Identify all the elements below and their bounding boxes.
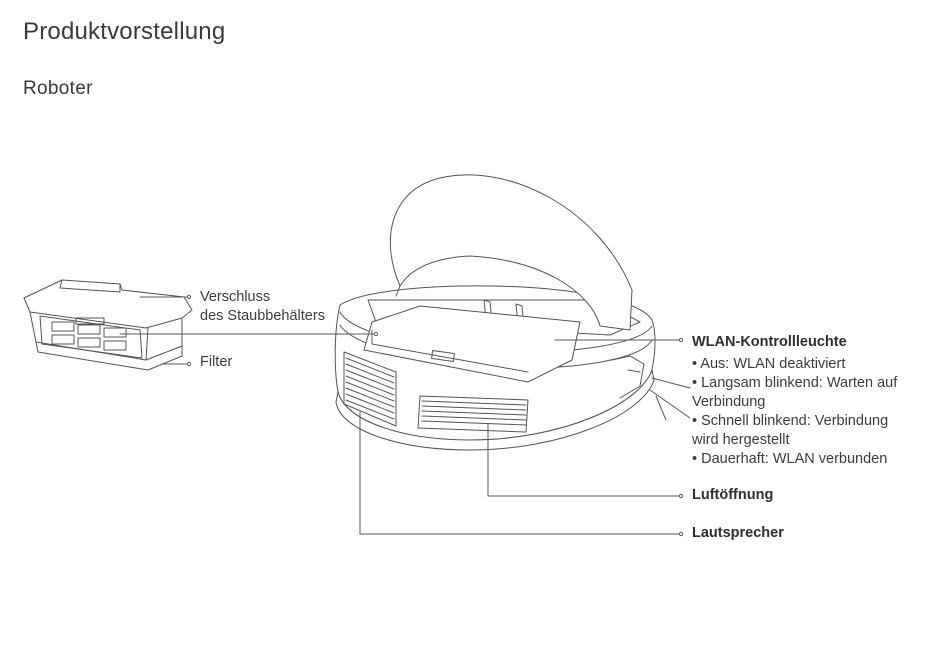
wlan-state-item: • Dauerhaft: WLAN verbunden xyxy=(692,450,897,469)
wlan-state-item: • Aus: WLAN deaktiviert xyxy=(692,355,897,374)
dust-bin-latch-label-line1: Verschluss xyxy=(200,288,325,307)
air-vent-label: Luftöffnung xyxy=(692,486,773,505)
dust-bin-illustration xyxy=(24,280,192,370)
wlan-state-item: wird hergestellt xyxy=(692,431,897,450)
dust-bin-latch-label-line2: des Staubbehälters xyxy=(200,307,325,326)
speaker-label: Lautsprecher xyxy=(692,524,784,543)
dust-bin-latch-label: Verschluss des Staubbehälters xyxy=(200,288,325,326)
wlan-state-item: Verbindung xyxy=(692,393,897,412)
filter-label: Filter xyxy=(200,353,232,372)
robot-illustration xyxy=(335,175,690,450)
wlan-indicator-states: • Aus: WLAN deaktiviert • Langsam blinke… xyxy=(692,355,897,469)
wlan-state-item: • Schnell blinkend: Verbindung xyxy=(692,412,897,431)
wlan-state-item: • Langsam blinkend: Warten auf xyxy=(692,374,897,393)
wlan-indicator-heading: WLAN-Kontrollleuchte xyxy=(692,333,847,352)
